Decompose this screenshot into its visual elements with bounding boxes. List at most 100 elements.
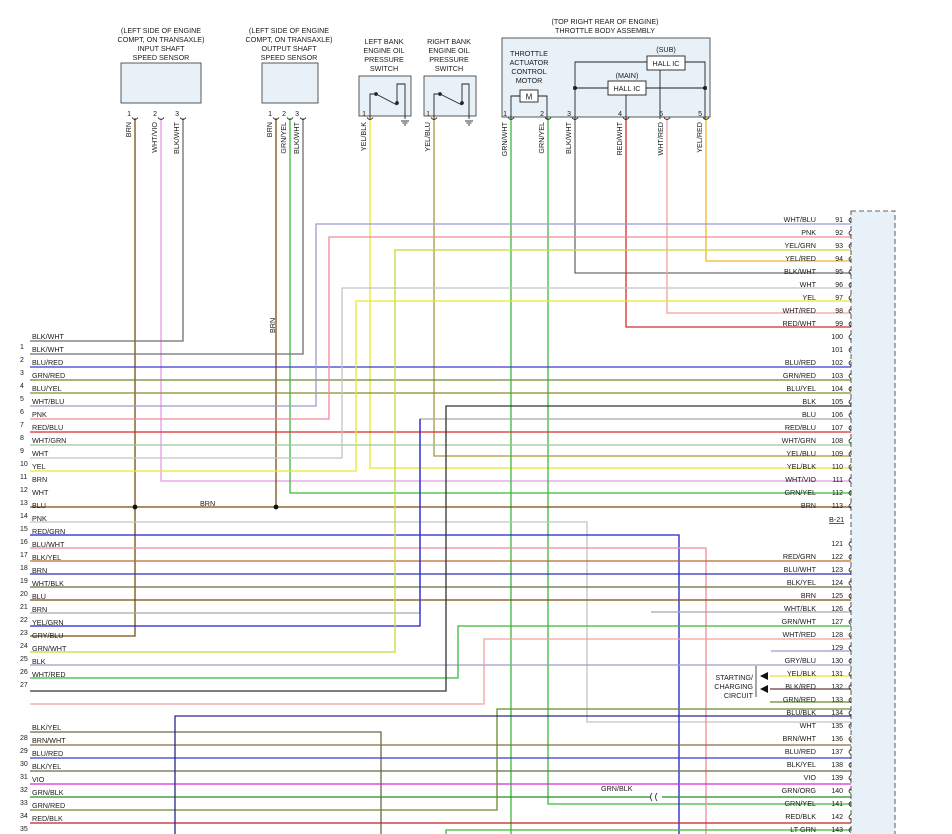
component-pin-wire-label: WHT/RED: [656, 122, 665, 156]
left-pin-wire-label: BLU: [32, 592, 46, 601]
right-pin-wire-label: BLK/RED: [785, 682, 816, 691]
connector-terminal-icon: [848, 723, 852, 729]
right-pin-wire-label: WHT/BLK: [784, 604, 816, 613]
left-pin-number: 4: [20, 383, 24, 390]
right-pin-wire-label: WHT/VIO: [785, 475, 816, 484]
right-pin-wire-label: RED/WHT: [782, 319, 816, 328]
component-pin-wire-label: BRN: [124, 122, 133, 137]
component-pin-wire-label: RED/WHT: [615, 121, 624, 155]
component-pin-number: 3: [175, 111, 179, 118]
component-pin-number: 1: [426, 111, 430, 118]
right-pin-number: 136: [831, 736, 843, 743]
right-pin-number: 127: [831, 619, 843, 626]
left-pin-wire-label: BRN: [32, 475, 47, 484]
left-pin-number: 15: [20, 526, 28, 533]
right-pin-number: 123: [831, 567, 843, 574]
component-pin-wire-label: YEL/BLU: [423, 122, 432, 152]
switch-symbol-icon: [369, 83, 406, 119]
left-pin-number: 34: [20, 813, 28, 820]
starting-charging-label-3: CIRCUIT: [724, 691, 754, 700]
right-pin-wire-label: GRN/RED: [783, 695, 816, 704]
right-pin-number: 141: [831, 801, 843, 808]
right-pin-wire-label: GRN/YEL: [784, 488, 816, 497]
hall-ic-main-label: HALL IC: [614, 84, 641, 93]
left-pin-wire-label: BLU/WHT: [32, 540, 65, 549]
brn-bus-label: BRN: [200, 499, 215, 508]
left-oil-title-1: LEFT BANK: [364, 37, 403, 46]
connector-terminal-icon: [848, 256, 852, 262]
right-pin-wire-label: RED/GRN: [783, 552, 816, 561]
left-pin-wire-label: BLK/YEL: [32, 762, 61, 771]
left-pin-wire-label: BLU/RED: [32, 749, 63, 758]
ground-icon: [401, 120, 409, 126]
component-pin-number: 2: [153, 111, 157, 118]
right-pin-number: 103: [831, 373, 843, 380]
right-pin-number: 107: [831, 425, 843, 432]
right-pin-number: 96: [835, 282, 843, 289]
right-pin-wire-label: GRN/RED: [783, 371, 816, 380]
right-oil-title-4: SWITCH: [435, 64, 463, 73]
component-pin-number: 1: [127, 111, 131, 118]
connector-b21-label: B-21: [829, 515, 844, 524]
connector-terminal-icon: [848, 684, 852, 690]
connector-terminal-icon: [848, 425, 852, 431]
right-pin-number: 132: [831, 684, 843, 691]
right-pin-wire-label: WHT/BLU: [784, 215, 816, 224]
connector-terminal-icon: [848, 606, 852, 612]
connector-terminal-icon: [272, 117, 280, 120]
right-pin-number: 140: [831, 788, 843, 795]
right-pin-number: 105: [831, 399, 843, 406]
connector-terminal-icon: [848, 399, 852, 405]
connector-terminal-icon: [848, 334, 852, 340]
right-pin-number: 125: [831, 593, 843, 600]
right-pin-number: 124: [831, 580, 843, 587]
right-pin-number: 101: [831, 347, 843, 354]
sub-label: (SUB): [656, 45, 676, 54]
connector-terminal-icon: [848, 217, 852, 223]
switch-symbol-icon: [433, 83, 470, 119]
motor-title-2: ACTUATOR: [510, 58, 549, 67]
left-pin-number: 21: [20, 604, 28, 611]
connector-break-icon: [650, 792, 658, 802]
wire-output-blk-wht: [30, 118, 304, 355]
right-pin-number: 134: [831, 710, 843, 717]
connector-terminal-icon: [430, 117, 438, 120]
left-pin-number: 24: [20, 643, 28, 650]
left-pin-wire-label: GRN/RED: [32, 371, 65, 380]
right-pin-wire-label: BLK/WHT: [784, 267, 817, 276]
left-pin-wire-label: WHT/BLU: [32, 397, 64, 406]
connector-terminal-icon: [848, 580, 852, 586]
left-pin-wire-label: WHT: [32, 449, 49, 458]
component-pin-number: 1: [268, 111, 272, 118]
right-pin-number: 138: [831, 762, 843, 769]
left-pin-wire-label: BLU: [32, 501, 46, 510]
component-pin-wire-label: GRN/YEL: [537, 122, 546, 154]
component-pin-wire-label: BLK/WHT: [172, 121, 181, 154]
right-pin-number: 121: [831, 541, 843, 548]
hall-ic-circuit: [572, 61, 708, 119]
wire-throttle-blk-wht: [574, 118, 851, 274]
wire-wht-13: [30, 521, 851, 723]
left-oil-title-3: PRESSURE: [364, 55, 404, 64]
connector-terminal-icon: [848, 321, 852, 327]
connector-terminal-icon: [848, 295, 852, 301]
throttle-title-2: THROTTLE BODY ASSEMBLY: [555, 26, 655, 35]
connector-terminal-icon: [848, 632, 852, 638]
wire-throttle-red-wht: [625, 118, 851, 328]
left-pin-number: 16: [20, 539, 28, 546]
connector-terminal-icon: [848, 710, 852, 716]
left-pin-number: 23: [20, 630, 28, 637]
right-pin-wire-label: YEL/RED: [785, 254, 816, 263]
wire-grn-wht-25: [30, 625, 851, 679]
wire-throttle-wht-red: [666, 118, 851, 314]
left-pin-number: 28: [20, 735, 28, 742]
right-oil-switch-box: [423, 75, 477, 117]
motor-title-4: MOTOR: [516, 76, 543, 85]
connector-terminal-icon: [848, 593, 852, 599]
wire-layer: [30, 118, 851, 834]
ecm-connector-box: [850, 210, 896, 834]
left-pin-number: 27: [20, 682, 28, 689]
input-sensor-box: [120, 62, 202, 104]
right-pin-number: 97: [835, 295, 843, 302]
connector-terminal-icon: [848, 308, 852, 314]
